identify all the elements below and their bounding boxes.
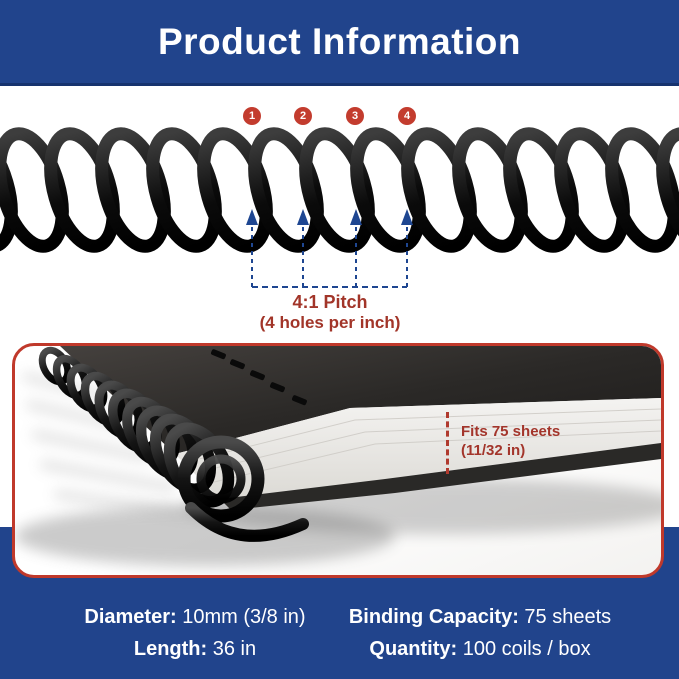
pitch-marker-1-number: 1 [248,110,256,122]
pitch-marker-1: 1 [243,107,261,125]
spec-binding-capacity-value: 75 sheets [524,606,612,628]
pitch-marker-2-number: 2 [299,110,307,122]
sheet-capacity-line1: Fits 75 sheets [461,423,561,440]
spec-length-value: 36 in [212,638,257,660]
spec-quantity: Quantity: 100 coils / box [320,638,640,661]
spec-binding-capacity: Binding Capacity: 75 sheets [320,606,640,629]
spec-length: Length: 36 in [30,638,360,661]
pitch-marker-2: 2 [294,107,312,125]
spec-binding-capacity-label: Binding Capacity: [348,606,519,628]
spec-diameter-label: Diameter: [84,606,177,628]
pitch-sublabel: (4 holes per inch) [259,313,401,332]
sheet-capacity-dashed-line [446,412,449,474]
spec-length-label: Length: [133,638,208,660]
sheet-capacity-line2: (11/32 in) [461,442,526,459]
pitch-marker-4: 4 [398,107,416,125]
spec-diameter-value: 10mm (3/8 in) [182,606,306,628]
spec-quantity-label: Quantity: [369,638,458,660]
sheet-capacity-annotation: Fits 75 sheets (11/32 in) [461,422,560,460]
header-banner: Product Information [0,0,679,86]
pitch-label: 4:1 Pitch [292,292,368,312]
pitch-marker-3-number: 3 [351,110,359,122]
pitch-marker-4-number: 4 [403,110,411,122]
spec-quantity-value: 100 coils / box [462,638,591,660]
notebook-photo-card: Fits 75 sheets (11/32 in) [12,343,664,578]
page-title: Product Information [157,20,522,62]
notebook-photo-illustration [15,346,661,566]
pitch-annotation: 4:1 Pitch (4 holes per inch) [260,292,401,333]
pitch-marker-3: 3 [346,107,364,125]
spec-diameter: Diameter: 10mm (3/8 in) [30,606,360,629]
spiral-coil-illustration [0,122,679,262]
